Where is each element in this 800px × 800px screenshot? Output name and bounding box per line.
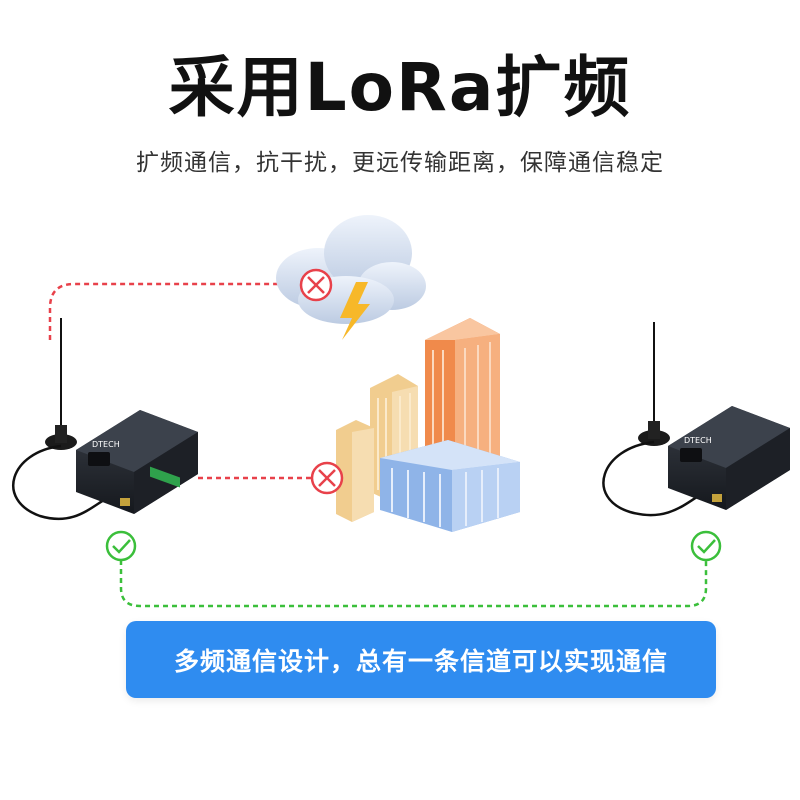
lora-device-left: DTECH <box>12 318 198 521</box>
page-title: 采用LoRa扩频 <box>168 49 632 126</box>
cloud-icon <box>276 215 426 324</box>
success-icon <box>690 530 722 562</box>
page-subtitle: 扩频通信，抗干扰，更远传输距离，保障通信稳定 <box>136 150 664 176</box>
info-banner: 多频通信设计，总有一条信道可以实现通信 <box>126 621 716 698</box>
antenna-icon <box>12 318 121 521</box>
building-icon <box>336 318 520 532</box>
lightning-icon <box>340 282 370 340</box>
lora-device-right: DTECH <box>602 322 790 517</box>
device-brand-label: DTECH <box>684 436 712 445</box>
blocked-icon <box>310 461 344 495</box>
success-icon <box>105 530 137 562</box>
success-signal-path <box>119 560 708 608</box>
blocked-icon <box>299 268 333 302</box>
info-banner-text: 多频通信设计，总有一条信道可以实现通信 <box>173 646 668 676</box>
device-brand-label: DTECH <box>92 440 120 449</box>
blocked-signal-path-upper <box>48 282 300 340</box>
antenna-icon <box>602 322 713 517</box>
